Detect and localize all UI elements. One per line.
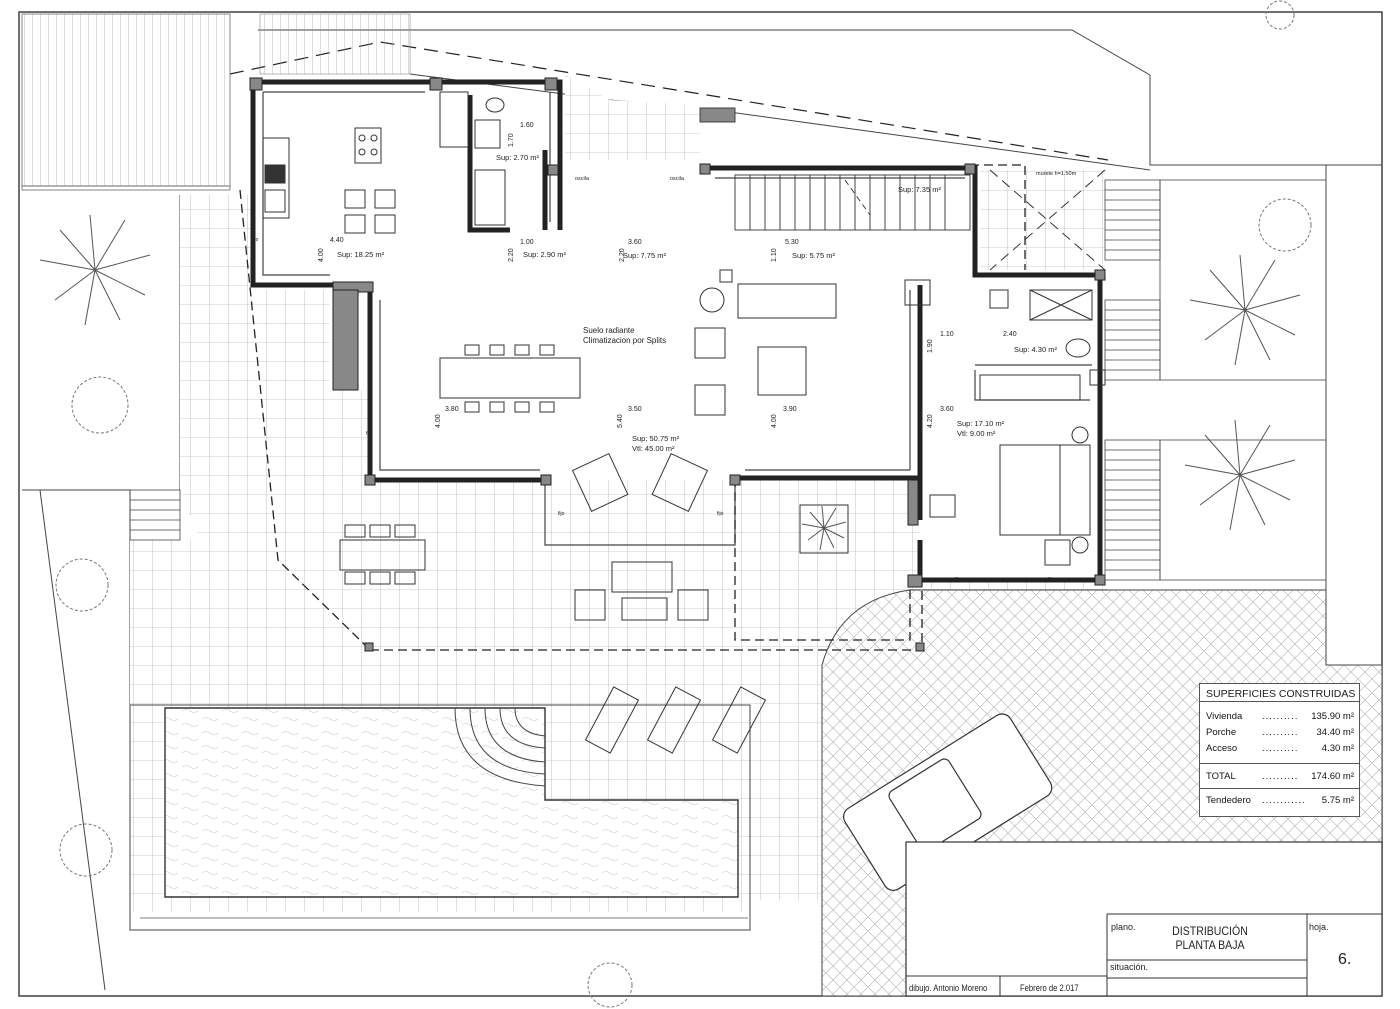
living-dim-d: 4.00 bbox=[435, 414, 442, 428]
bedroom-dim-w: 3.60 bbox=[940, 406, 954, 413]
summary-row-dots: .......... bbox=[1262, 727, 1299, 738]
fijo-label: fijo bbox=[558, 511, 565, 517]
living-dim-f: 4.00 bbox=[771, 414, 778, 428]
summary-total-dots: .......... bbox=[1262, 771, 1299, 782]
small-bath-dim-h: 1.70 bbox=[508, 133, 515, 147]
terrace-stripes-right bbox=[259, 13, 411, 75]
entry-dim-h: 2.20 bbox=[619, 248, 626, 262]
hall-dim-h: 2.20 bbox=[508, 248, 515, 262]
bedroom-area: Sup: 17.10 m² bbox=[957, 419, 1005, 428]
hall-area: Sup: 2.90 m² bbox=[523, 250, 566, 259]
columns bbox=[249, 77, 1106, 652]
master-bath-dim-w: 2.40 bbox=[1003, 331, 1017, 338]
floor-heating-note: Suelo radiante Climatizacion por Splits bbox=[583, 326, 667, 345]
fijo-label: fijo bbox=[1048, 577, 1055, 583]
sheet-frame bbox=[18, 11, 1383, 997]
hall-dim-w: 1.00 bbox=[520, 239, 534, 246]
summary-extra-value: 5.75 m² bbox=[1321, 795, 1354, 806]
kitchen-fixtures bbox=[262, 91, 506, 234]
living-dim-b: 3.50 bbox=[628, 406, 642, 413]
living-furniture bbox=[339, 269, 849, 754]
summary-extra-row: Tendedero ............ 5.75 m² bbox=[1206, 795, 1354, 806]
summary-row-dots: .......... bbox=[1262, 743, 1299, 754]
hoja-label: hoja. bbox=[1309, 922, 1329, 932]
summary-row: Acceso .......... 4.30 m² bbox=[1206, 743, 1354, 754]
palm-tree-icon bbox=[39, 214, 1301, 551]
summary-divider bbox=[1200, 788, 1359, 789]
entry-dim-w: 3.60 bbox=[628, 239, 642, 246]
fijo-label: fijo bbox=[955, 577, 962, 583]
drawing-date: Febrero de 2.017 bbox=[1020, 983, 1079, 993]
laundry-dim-h: 1.10 bbox=[771, 248, 778, 262]
title-block-frame bbox=[905, 841, 1383, 997]
fijo-label: fijo bbox=[252, 237, 259, 243]
plan-title: DISTRIBUCIÓN PLANTA BAJA bbox=[1172, 924, 1248, 952]
summary-divider bbox=[1200, 763, 1359, 764]
surface-summary-table: SUPERFICIES CONSTRUIDAS Vivienda .......… bbox=[1199, 683, 1360, 817]
summary-total-value: 174.60 m² bbox=[1311, 771, 1354, 782]
bedroom-dim-h: 4.20 bbox=[927, 414, 934, 428]
summary-extra-label: Tendedero bbox=[1206, 795, 1251, 806]
summary-row-dots: .......... bbox=[1262, 711, 1299, 722]
summary-extra-dots: ............ bbox=[1262, 795, 1306, 806]
small-bath-area: Sup: 2.70 m² bbox=[496, 153, 539, 162]
summary-total-label: TOTAL bbox=[1206, 771, 1236, 782]
laundry-area: Sup: 5.75 m² bbox=[792, 251, 835, 260]
fijo-label: fijo bbox=[366, 431, 373, 437]
living-volume: Vtl: 45.00 m² bbox=[632, 444, 675, 453]
summary-row: Vivienda .......... 135.90 m² bbox=[1206, 711, 1354, 722]
summary-row-value: 34.40 m² bbox=[1316, 727, 1355, 738]
stair-area: Sup: 7.35 m² bbox=[898, 185, 941, 194]
master-bath-dim-h: 1.90 bbox=[927, 339, 934, 353]
pool bbox=[129, 704, 751, 931]
laundry-dim-w: 5.30 bbox=[785, 239, 799, 246]
living-area: Sup: 50.75 m² bbox=[632, 434, 680, 443]
kitchen-dim-h: 4.00 bbox=[318, 248, 325, 262]
master-bath-dim-x: 1.10 bbox=[940, 331, 954, 338]
living-dim-a: 3.80 bbox=[445, 406, 459, 413]
summary-row: Porche .......... 34.40 m² bbox=[1206, 727, 1354, 738]
master-bath-area: Sup: 4.30 m² bbox=[1014, 345, 1057, 354]
summary-title: SUPERFICIES CONSTRUIDAS bbox=[1200, 684, 1359, 702]
oscila-label-1: oscila bbox=[575, 176, 590, 182]
murete-note: murete h=1.50m bbox=[1036, 171, 1077, 177]
terrace-stripes-top bbox=[21, 13, 231, 187]
living-dim-e: 5.40 bbox=[617, 414, 624, 428]
summary-row-label: Vivienda bbox=[1206, 711, 1243, 722]
bedroom-furniture bbox=[904, 279, 1106, 566]
kitchen-dim-w: 4.40 bbox=[330, 237, 344, 244]
summary-total-row: TOTAL .......... 174.60 m² bbox=[1206, 771, 1354, 782]
tree-icon bbox=[55, 0, 1312, 1008]
small-bath-dim-w: 1.60 bbox=[520, 122, 534, 129]
summary-row-value: 135.90 m² bbox=[1311, 711, 1354, 722]
plano-label: plano. bbox=[1111, 922, 1136, 932]
bedroom-volume: Vtl: 9.00 m² bbox=[957, 429, 996, 438]
summary-row-label: Acceso bbox=[1206, 743, 1238, 754]
fijo-label: fijo bbox=[717, 511, 724, 517]
summary-row-label: Porche bbox=[1206, 727, 1237, 738]
living-dim-c: 3.90 bbox=[783, 406, 797, 413]
situacion-label: situación. bbox=[1110, 962, 1149, 972]
kitchen-area: Sup: 18.25 m² bbox=[337, 250, 385, 259]
oscila-label-2: oscila bbox=[670, 176, 685, 182]
drawn-by: dibujo. Antonio Moreno bbox=[909, 983, 988, 993]
stairs bbox=[699, 107, 971, 231]
entry-area: Sup: 7.75 m² bbox=[623, 251, 666, 260]
summary-row-value: 4.30 m² bbox=[1321, 743, 1354, 754]
sheet-number: 6. bbox=[1338, 951, 1352, 968]
